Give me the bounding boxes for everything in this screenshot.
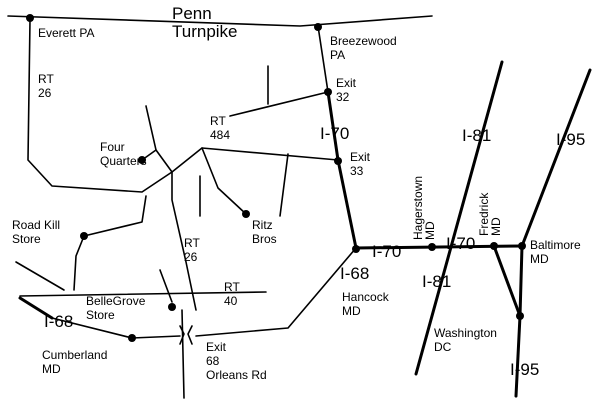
fredrick-label: Fredrick MD bbox=[477, 192, 503, 236]
i70-mid-label: I-70 bbox=[372, 242, 402, 261]
breezewood-connector bbox=[317, 25, 329, 93]
baltimore-marker bbox=[518, 242, 526, 250]
penn-label: Penn bbox=[172, 4, 212, 23]
breezewood-marker bbox=[314, 23, 322, 31]
rt40-north-road bbox=[159, 269, 173, 303]
exit33-marker bbox=[334, 157, 342, 165]
i81-top-label: I-81 bbox=[462, 126, 492, 145]
washington-label: Washington DC bbox=[434, 326, 497, 354]
hancock-marker bbox=[352, 245, 360, 253]
i68-west bbox=[18, 296, 54, 320]
i68-hancock bbox=[195, 247, 357, 337]
rt484-road bbox=[171, 147, 339, 173]
breezewood-label: Breezewood PA bbox=[330, 34, 397, 62]
four-quarters-marker bbox=[138, 156, 146, 164]
cumberland-marker bbox=[128, 334, 136, 342]
rt40-label: RT 40 bbox=[224, 280, 240, 308]
orleans-road bbox=[181, 309, 185, 399]
four-quarters-road bbox=[141, 149, 173, 173]
hagerstown-label: Hagerstown MD bbox=[411, 175, 437, 240]
rt26-mid-label: RT 26 bbox=[184, 236, 200, 264]
exit33-label: Exit 33 bbox=[350, 150, 371, 178]
fredrick-marker bbox=[490, 242, 498, 250]
four-quarters-label: Four Quarters bbox=[100, 140, 147, 168]
i95-bottom-label: I-95 bbox=[510, 360, 540, 379]
i81-bottom-label: I-81 bbox=[422, 272, 452, 291]
exit32-road bbox=[229, 91, 329, 117]
rt484-label: RT 484 bbox=[210, 114, 231, 142]
hagerstown-marker bbox=[428, 243, 436, 251]
side-road-2 bbox=[145, 105, 157, 151]
road-kill-road-south bbox=[73, 235, 85, 291]
hancock-label: Hancock MD bbox=[342, 290, 389, 318]
exit68-label: Exit 68 Orleans Rd bbox=[206, 340, 267, 382]
penn-turnpike bbox=[7, 15, 433, 27]
ritz-bros-road bbox=[201, 147, 247, 215]
everett-label: Everett PA bbox=[38, 26, 95, 40]
road-kill-road bbox=[83, 195, 147, 237]
ritz-bros-marker bbox=[242, 210, 250, 218]
bellegrove-label: BelleGrove Store bbox=[86, 294, 146, 322]
i68-right-label: I-68 bbox=[340, 264, 370, 283]
cumberland-label: Cumberland MD bbox=[42, 348, 108, 376]
i95-top-label: I-95 bbox=[556, 130, 586, 149]
exit68-bracket-left bbox=[179, 325, 185, 345]
everett-marker bbox=[26, 14, 34, 22]
i70-right-label: I-70 bbox=[446, 234, 476, 253]
exit32-label: Exit 32 bbox=[336, 76, 357, 104]
ritz-bros-label: Ritz Bros bbox=[252, 218, 277, 246]
washington-marker bbox=[516, 312, 524, 320]
exit32-marker bbox=[324, 88, 332, 96]
side-road-5 bbox=[15, 261, 65, 291]
road-kill-label: Road Kill Store bbox=[12, 218, 61, 246]
rt26-north-road bbox=[27, 19, 173, 193]
i70-top-label: I-70 bbox=[320, 124, 350, 143]
rt40-road bbox=[19, 291, 267, 297]
road-kill-marker bbox=[80, 232, 88, 240]
exit68-bracket-right bbox=[187, 325, 193, 345]
i95-north bbox=[520, 68, 592, 248]
rt26-top-label: RT 26 bbox=[38, 72, 54, 100]
rt26-south-road bbox=[171, 171, 197, 311]
turnpike-label: Turnpike bbox=[172, 22, 238, 41]
baltimore-label: Baltimore MD bbox=[530, 238, 581, 266]
side-road-3 bbox=[279, 153, 289, 217]
bellegrove-marker bbox=[168, 303, 176, 311]
i81-road bbox=[414, 60, 504, 376]
fredrick-washington-road bbox=[492, 244, 522, 318]
i68-left-label: I-68 bbox=[44, 312, 74, 331]
